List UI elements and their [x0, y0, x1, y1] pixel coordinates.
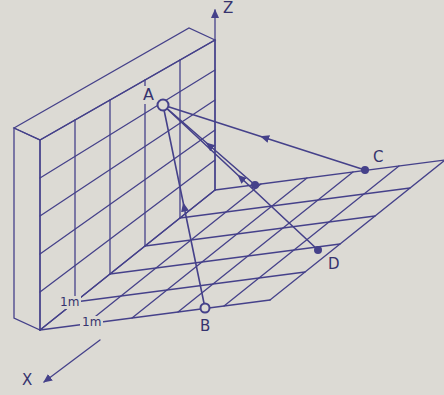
z-axis: [214, 10, 215, 190]
point-marker: [201, 304, 210, 313]
dimension-label: 1m: [80, 316, 103, 329]
point-label: A: [141, 86, 156, 104]
dimension-label: 1m: [58, 296, 81, 309]
point-label: C: [371, 149, 385, 166]
wall-grid: [40, 40, 215, 330]
point-marker: [158, 100, 169, 111]
floor-grid: [40, 160, 444, 330]
cables: [163, 105, 365, 308]
wall-side: [14, 128, 40, 330]
point-marker: [251, 181, 259, 189]
x-axis: [44, 340, 100, 382]
point-marker: [361, 166, 369, 174]
point-label: D: [326, 256, 342, 273]
axis-label: Z: [221, 0, 235, 17]
point-marker: [314, 246, 322, 254]
point-label: B: [198, 318, 212, 335]
axis-label: X: [20, 372, 34, 389]
